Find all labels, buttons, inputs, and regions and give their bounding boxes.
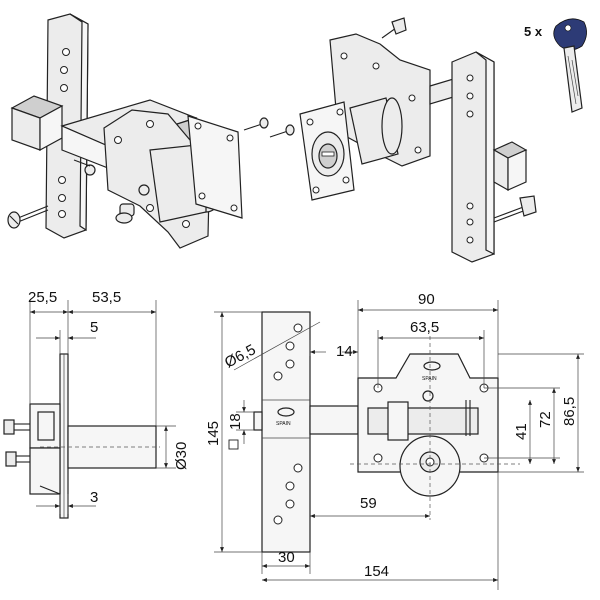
- dim-total-length: 154: [364, 563, 389, 580]
- brand-label-plate: SPAIN: [276, 421, 291, 427]
- key-icon: [553, 18, 587, 51]
- key-count-label: 5 x: [524, 24, 543, 39]
- dim-bolt: 18: [227, 413, 244, 430]
- dim-bottom: 3: [90, 489, 98, 506]
- dim-inner-width: 63,5: [410, 319, 439, 336]
- cylinder-plate: [187, 115, 243, 219]
- dim-width-b: 53,5: [92, 289, 121, 306]
- dim-height: 145: [205, 421, 222, 446]
- assembled-lock-illustration: [7, 13, 243, 249]
- dim-offset: 5: [90, 319, 98, 336]
- dim-bolt-distance: 59: [360, 495, 377, 512]
- screw-pair: [243, 117, 295, 138]
- exploded-lock-illustration: [299, 17, 537, 263]
- square-symbol: [228, 439, 239, 450]
- side-view-drawing: 25,5 53,5 5 3 Ø30: [3, 289, 190, 519]
- dim-plate-width: 30: [278, 549, 295, 566]
- dim-width-a: 25,5: [28, 289, 57, 306]
- dim-overall-width: 90: [418, 291, 435, 308]
- dim-height-72: 72: [537, 411, 554, 428]
- dim-height-86: 86,5: [561, 397, 578, 426]
- brand-label-case: SPAIN: [422, 376, 437, 382]
- front-plate: [261, 311, 311, 553]
- key-bundle: 5 x: [524, 18, 587, 113]
- dim-height-41: 41: [513, 423, 530, 440]
- dim-diameter: Ø30: [173, 442, 190, 470]
- front-view-drawing: SPAIN SPAIN Ø6,5 145 18: [205, 291, 584, 590]
- dim-hole-diameter: Ø6,5: [222, 341, 259, 371]
- dim-gap: 14: [336, 343, 353, 360]
